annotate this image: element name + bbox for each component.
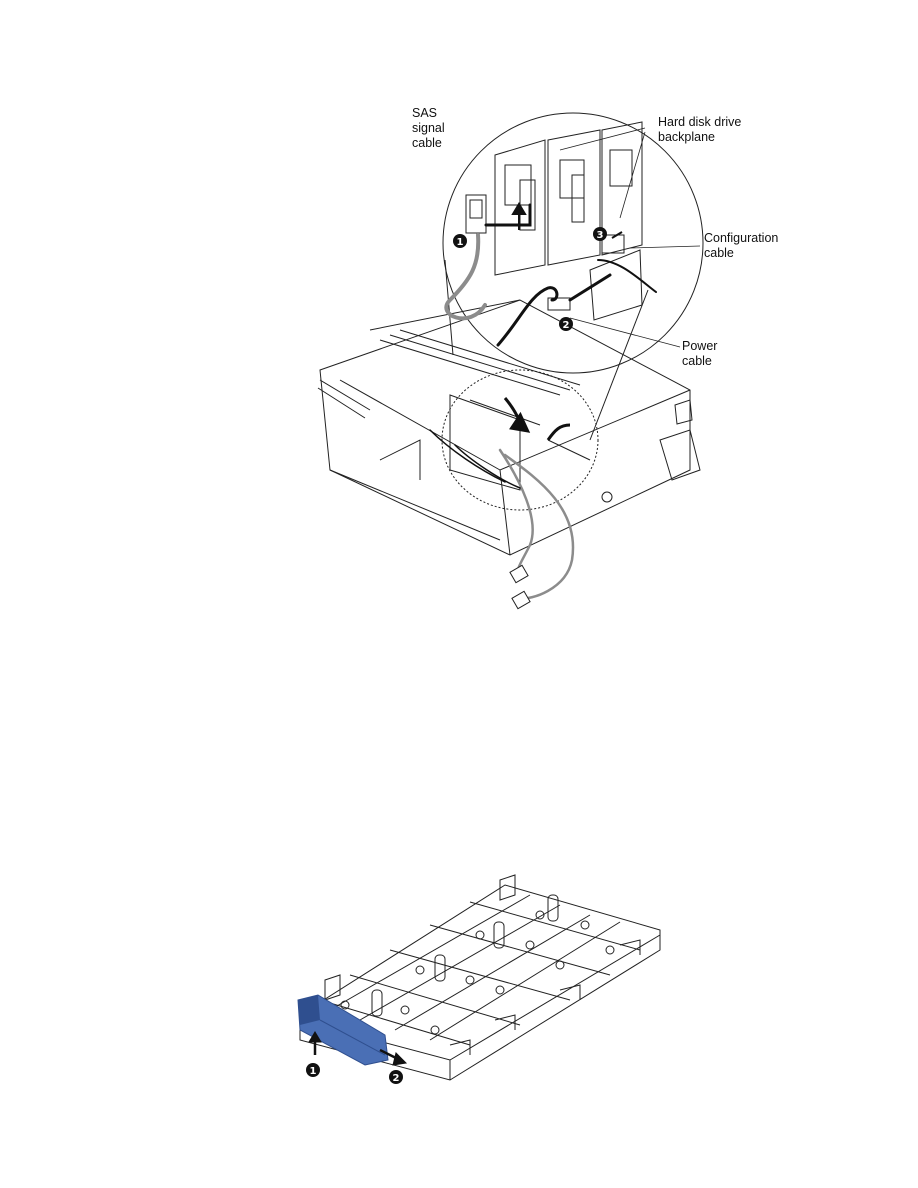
- step-marker-1: 1: [453, 234, 467, 248]
- svg-text:1: 1: [310, 1066, 317, 1077]
- callout-power-cable: Power cable: [682, 339, 717, 369]
- zoom-detail-circle: [442, 112, 704, 374]
- callout-line: signal: [412, 121, 445, 135]
- callout-line: cable: [704, 246, 734, 260]
- callout-line: Configuration: [704, 231, 779, 245]
- callout-hard-disk-drive-backplane: Hard disk drive backplane: [658, 115, 741, 145]
- callout-line: cable: [682, 354, 712, 368]
- callout-line: Power: [682, 339, 718, 353]
- svg-text:3: 3: [597, 230, 604, 241]
- svg-text:1: 1: [457, 237, 464, 248]
- callout-line: cable: [412, 136, 442, 150]
- step-marker-3: 3: [593, 227, 607, 241]
- callout-line: SAS: [412, 106, 438, 120]
- step-marker-2: 2: [389, 1070, 403, 1084]
- callout-line: Hard disk drive: [658, 115, 742, 129]
- callout-configuration-cable: Configuration cable: [704, 231, 778, 261]
- svg-text:2: 2: [393, 1073, 400, 1084]
- cable-tray-figure: 1 2: [297, 874, 661, 1084]
- svg-text:2: 2: [563, 320, 570, 331]
- backplane-cabling-figure: 1 2 3: [317, 112, 704, 610]
- step-marker-1: 1: [306, 1063, 320, 1077]
- step-marker-2: 2: [559, 317, 573, 331]
- callout-sas-signal-cable: SAS signal cable: [412, 106, 445, 151]
- release-latch: [297, 994, 389, 1066]
- callout-line: backplane: [658, 130, 715, 144]
